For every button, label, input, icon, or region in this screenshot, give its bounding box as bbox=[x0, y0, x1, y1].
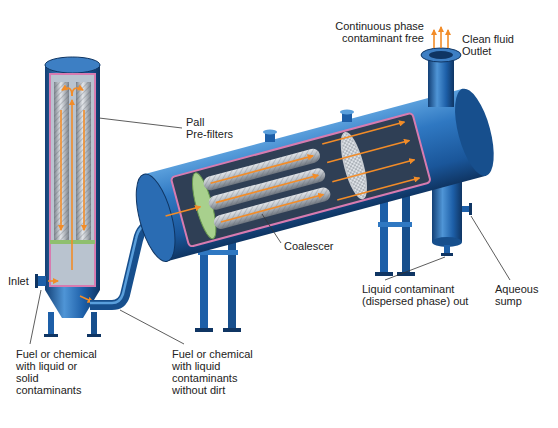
flow-arrow bbox=[221, 195, 323, 222]
flow-arrow bbox=[447, 30, 449, 48]
nozzle-flange bbox=[340, 110, 354, 115]
drain-nozzle bbox=[444, 245, 450, 254]
side-flange bbox=[469, 203, 472, 215]
coalescer-vessel bbox=[129, 85, 502, 266]
callout-label: Pall Pre-filters bbox=[186, 116, 246, 140]
flow-arrow bbox=[62, 88, 72, 96]
flow-arrow bbox=[322, 122, 404, 144]
base-plate bbox=[87, 334, 101, 337]
prefilter-vessel bbox=[35, 57, 100, 318]
filter-cartridge bbox=[76, 82, 91, 240]
vessel-lid bbox=[45, 57, 100, 73]
flow-arrow bbox=[48, 280, 58, 282]
inlet-nozzle bbox=[38, 276, 46, 286]
base-plate bbox=[44, 334, 58, 337]
side-nozzle bbox=[462, 206, 470, 212]
separator-screen bbox=[336, 130, 371, 200]
flow-arrow bbox=[60, 110, 62, 230]
leader-line bbox=[385, 257, 445, 280]
top-nozzles bbox=[263, 110, 354, 143]
base-plate bbox=[195, 328, 213, 332]
filter-cartridge bbox=[54, 82, 69, 240]
callout-label: Continuous phase contaminant free bbox=[314, 20, 424, 44]
outlet-nozzle bbox=[421, 27, 461, 107]
leader-lines bbox=[30, 118, 510, 344]
transfer-pipe bbox=[90, 224, 152, 305]
leg bbox=[380, 196, 388, 274]
inlet-flange bbox=[35, 274, 38, 288]
callout-label: Aqueous sump bbox=[495, 283, 550, 307]
base-plate bbox=[375, 272, 393, 276]
flow-arrow bbox=[332, 160, 414, 182]
cutaway bbox=[50, 74, 95, 286]
flow-arrow bbox=[440, 27, 442, 48]
flow-arrow bbox=[166, 207, 201, 216]
outlet-flange bbox=[421, 48, 461, 62]
flow-arrows bbox=[434, 27, 448, 48]
coalescer-cartridge bbox=[212, 186, 332, 231]
vessel-body bbox=[45, 65, 100, 290]
leg bbox=[402, 192, 410, 274]
callout-label: Fuel or chemical with liquid or solid co… bbox=[16, 348, 102, 396]
pipe-highlight bbox=[90, 222, 152, 303]
callout-label: Liquid contaminant (dispersed phase) out bbox=[362, 283, 470, 307]
vessel-body bbox=[144, 89, 486, 261]
cartridge-pleats bbox=[212, 186, 332, 231]
callout-label: Fuel or chemical with liquid contaminant… bbox=[172, 348, 258, 396]
flow-arrow bbox=[327, 140, 409, 162]
flow-arrows bbox=[48, 88, 93, 302]
base-plate bbox=[223, 328, 241, 332]
leader-line bbox=[99, 118, 182, 128]
outlet-pipe bbox=[428, 55, 454, 107]
leader-line bbox=[30, 290, 41, 344]
leader-line bbox=[120, 310, 184, 344]
flow-arrows bbox=[158, 122, 419, 244]
leader-line bbox=[471, 216, 510, 280]
callout-label: Coalescer bbox=[284, 240, 334, 252]
flow-arrow bbox=[71, 100, 73, 270]
nozzle-flange bbox=[263, 130, 277, 135]
callout-label: Inlet bbox=[8, 275, 29, 287]
leg bbox=[48, 312, 54, 336]
flow-arrow bbox=[72, 88, 83, 96]
flow-arrow bbox=[433, 30, 435, 48]
cutaway bbox=[171, 113, 431, 247]
cartridge-pleats bbox=[54, 82, 69, 240]
cartridge-pleats bbox=[76, 82, 91, 240]
outlet-bore bbox=[429, 51, 453, 59]
aqueous-sump-vessel bbox=[432, 178, 472, 256]
flow-arrow bbox=[83, 110, 85, 230]
vessel-end bbox=[447, 85, 501, 180]
leg-brace bbox=[378, 222, 412, 227]
drain-flange bbox=[441, 253, 453, 256]
leader-line bbox=[262, 214, 281, 243]
flow-arrow bbox=[337, 178, 419, 200]
leg bbox=[91, 312, 97, 336]
flow-arrow bbox=[216, 175, 318, 202]
flow-arrow bbox=[211, 156, 313, 183]
callout-label: Clean fluid Outlet bbox=[462, 33, 524, 57]
